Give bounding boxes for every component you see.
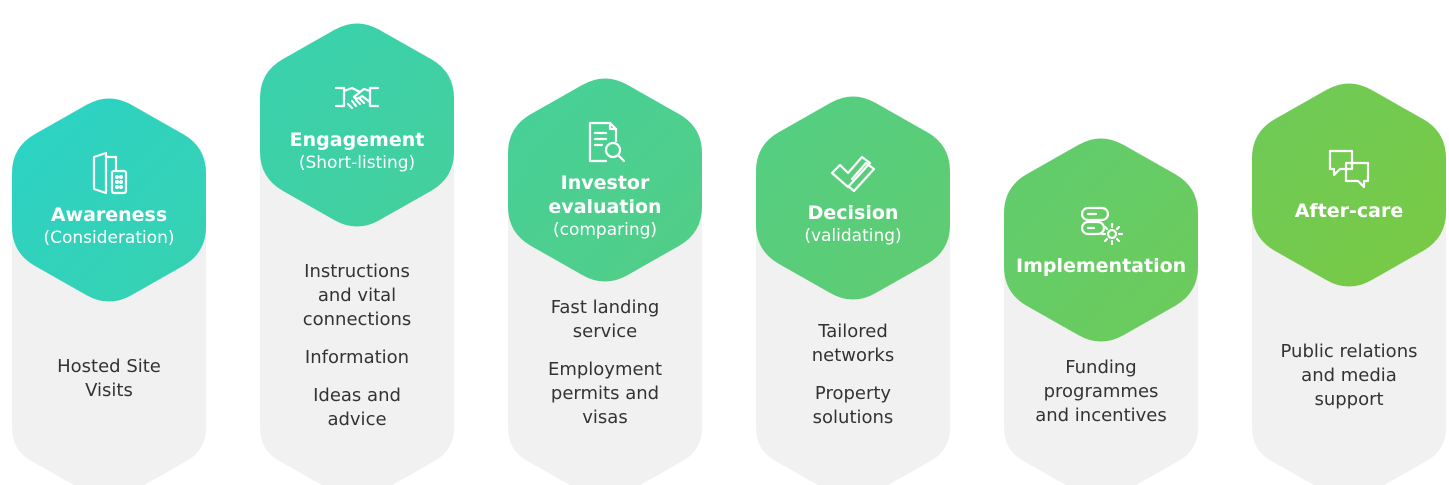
stage-hexagon: [1252, 83, 1446, 287]
stage-hexagon: [756, 96, 950, 300]
service-item: Property solutions: [812, 383, 894, 428]
document-search-icon: [588, 121, 626, 163]
door-building-icon: [92, 151, 128, 195]
handshake-icon: [334, 86, 380, 110]
double-check-icon: [830, 155, 876, 193]
stage-services: Hosted Site Visits: [10, 355, 208, 417]
stage-title: After-care: [1294, 200, 1404, 222]
stage-services: Funding programmes and incentives: [1002, 356, 1200, 442]
stage-card: Investor evaluation(comparing)Fast landi…: [506, 0, 704, 485]
stage-subtitle: (Short-listing): [298, 153, 416, 173]
service-item: Hosted Site Visits: [57, 356, 161, 401]
stage-header: After-care: [1250, 75, 1448, 295]
stage-header: Decision(validating): [754, 88, 952, 308]
stage-header: Awareness(Consideration): [10, 90, 208, 310]
stage-header: Investor evaluation(comparing): [506, 70, 704, 290]
chat-bubbles-icon: [1328, 149, 1370, 189]
stage-header: Implementation: [1002, 130, 1200, 350]
service-item: Public relations and media support: [1280, 341, 1418, 410]
stage-title: Engagement: [289, 129, 425, 151]
stage-services: Public relations and media support: [1250, 340, 1448, 426]
stage-hexagon: [12, 98, 206, 302]
stage-title: Awareness: [50, 204, 168, 226]
stage-card: Engagement(Short-listing) Instructions an…: [258, 0, 456, 485]
stage-title: Decision: [807, 202, 899, 224]
service-item: Tailored networks: [811, 321, 895, 366]
stage-card: Awareness(Consideration) Hosted Site Visi…: [10, 0, 208, 485]
stage-title: Implementation: [1016, 255, 1187, 277]
stage-hexagon: [260, 23, 454, 227]
service-item: Ideas and advice: [313, 385, 401, 430]
stage-title: Investor evaluation: [548, 172, 662, 218]
service-item: Information: [304, 347, 410, 368]
stage-subtitle: (Consideration): [43, 228, 175, 248]
stage-header: Engagement(Short-listing): [258, 15, 456, 235]
service-item: Funding programmes and incentives: [1035, 357, 1167, 426]
service-item: Instructions and vital connections: [302, 261, 412, 330]
server-gear-icon: [1080, 206, 1124, 246]
stage-hexagon: [508, 78, 702, 282]
stage-hexagon: [1004, 138, 1198, 342]
stage-subtitle: (validating): [804, 226, 902, 246]
service-item: Fast landing service: [550, 297, 660, 342]
service-item: Employment permits and visas: [547, 359, 663, 428]
stage-subtitle: (comparing): [552, 220, 658, 240]
